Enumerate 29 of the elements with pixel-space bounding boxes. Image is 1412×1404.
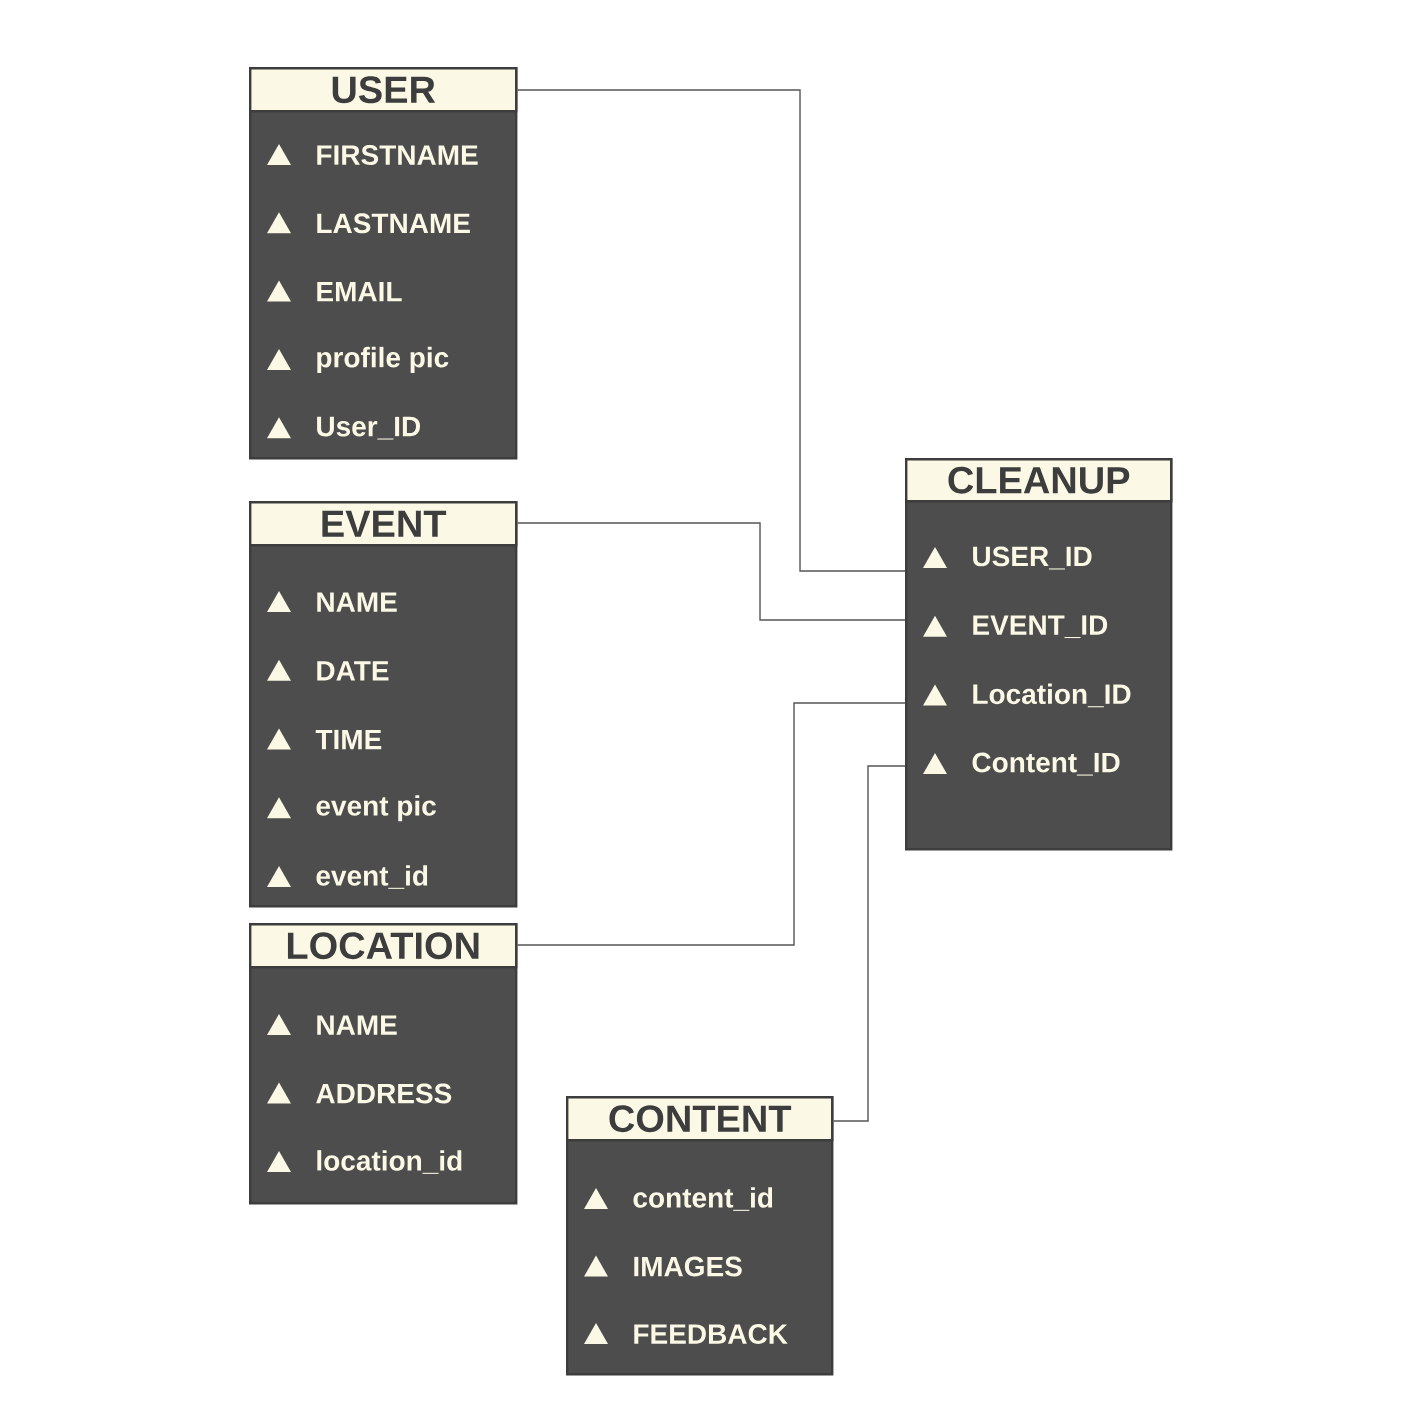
connector-line — [516, 522, 906, 621]
field-name: EVENT_ID — [973, 615, 1108, 639]
connector-line — [516, 702, 906, 946]
field-name: event pic — [316, 795, 436, 822]
field-name: LASTNAME — [317, 213, 470, 234]
field-name: event_id — [316, 865, 428, 889]
field-name: IMAGES — [634, 1256, 742, 1277]
field-name: content_id — [633, 1187, 773, 1211]
field-name: TIME — [315, 729, 382, 750]
table-header: LOCATION — [249, 923, 518, 969]
field-name: FEEDBACK — [634, 1324, 788, 1344]
field-name: DATE — [317, 661, 389, 681]
field-name: NAME — [317, 592, 397, 612]
table-header: CLEANUP — [905, 458, 1173, 503]
field-name: USER_ID — [973, 546, 1092, 570]
table-header: EVENT — [249, 501, 518, 547]
field-name: User_ID — [317, 416, 421, 440]
field-name: Location_ID — [973, 683, 1131, 708]
table-header: USER — [249, 67, 518, 113]
field-name: location_id — [317, 1150, 462, 1174]
connector-line — [516, 89, 906, 572]
field-name: Content_ID — [972, 752, 1120, 776]
field-name: NAME — [317, 1015, 397, 1035]
field-name: ADDRESS — [316, 1083, 452, 1104]
field-name: EMAIL — [317, 282, 402, 302]
table-header: CONTENT — [566, 1096, 834, 1142]
field-name: profile pic — [317, 346, 449, 373]
field-name: FIRSTNAME — [317, 145, 478, 165]
connector-line — [832, 765, 906, 1122]
